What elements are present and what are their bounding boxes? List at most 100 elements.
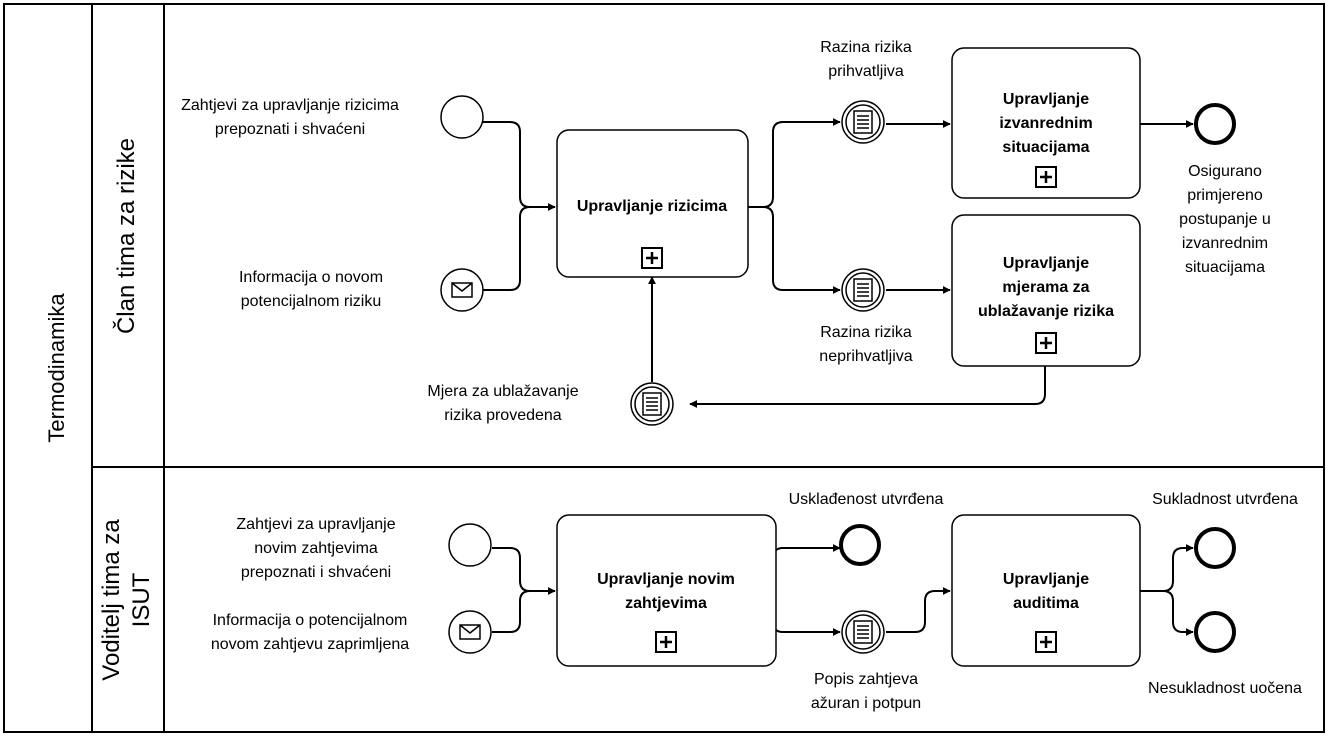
expand-icon[interactable]: [640, 246, 664, 270]
label-start-new-requirement-info: Informacija o potencijalnom novom zahtjev…: [211, 612, 409, 653]
flow-start-info2-to-newreq: [492, 590, 531, 633]
text-line: Upravljanje rizicima: [577, 198, 727, 215]
text-line: Upravljanje: [1003, 571, 1089, 588]
start-event-risk-requirements[interactable]: [440, 95, 484, 139]
text-line: ublažavanje rizika: [978, 303, 1114, 320]
label-start-new-risk-info: Informacija o novom potencijalnom riziku: [239, 269, 383, 310]
text-line: Zahtjevi za upravljanje rizicima: [181, 97, 399, 114]
label-noncompliance: Nesukladnost uočena: [1148, 680, 1302, 697]
start-event-new-risk-info[interactable]: [440, 268, 484, 312]
flow-risk-to-unacceptable: [762, 206, 841, 294]
text-line: Sukladnost utvrđena: [1152, 491, 1298, 508]
label-alignment: Usklađenost utvrđena: [789, 491, 944, 508]
text-line: novom zahtjevu zaprimljena: [211, 636, 409, 653]
text-line: Upravljanje novim: [597, 571, 735, 588]
text-line: situacijama: [1185, 259, 1265, 276]
flow-audits-to-noncompliance: [1162, 590, 1194, 636]
text-line: Upravljanje: [1003, 91, 1089, 108]
flow-start-req-to-risk: [482, 121, 556, 211]
text-line: Upravljanje: [1003, 255, 1089, 272]
conditional-event-mitigation-done[interactable]: [630, 382, 674, 426]
conditional-event-list-updated[interactable]: [841, 610, 885, 654]
flow-list-to-audits: [886, 587, 951, 633]
flow-risk-to-acceptable: [748, 118, 841, 208]
envelope-icon: [451, 282, 473, 298]
start-event-new-requirements[interactable]: [448, 523, 492, 567]
text-line: Osigurano: [1188, 163, 1262, 180]
text-line: prihvatljiva: [828, 63, 904, 80]
conditional-icon: [642, 392, 662, 416]
start-event-new-requirement-info[interactable]: [448, 610, 492, 654]
text-line: primjereno: [1187, 187, 1263, 204]
flow-mitigation-to-measure: [689, 366, 1046, 408]
text-line: Usklađenost utvrđena: [789, 491, 944, 508]
subprocess-risk-management[interactable]: Upravljanje rizicima: [556, 129, 749, 278]
text-line: rizika provedena: [444, 407, 562, 424]
label-unacceptable: Razina rizika neprihvatljiva: [819, 324, 912, 365]
subprocess-audits[interactable]: Upravljanje auditima: [951, 514, 1141, 667]
flow-audits-to-compliance: [1140, 544, 1194, 592]
expand-icon[interactable]: [654, 630, 678, 654]
text-line: izvanrednim: [999, 115, 1092, 132]
label-acceptable: Razina rizika prihvatljiva: [820, 39, 912, 80]
text-line: Član tima za rizike: [112, 138, 140, 334]
text-line: situacijama: [1002, 139, 1089, 156]
text-line: prepoznati i shvaćeni: [215, 121, 365, 138]
text-line: zahtjevima: [625, 595, 707, 612]
text-line: ISUT: [128, 572, 155, 627]
subprocess-emergency-management[interactable]: Upravljanje izvanrednim situacijama: [951, 47, 1141, 199]
text-line: Razina rizika: [820, 324, 912, 341]
end-event-noncompliance[interactable]: [1194, 611, 1236, 653]
text-line: neprihvatljiva: [819, 348, 912, 365]
label-end-emergency-handled: Osigurano primjereno postupanje u izvanredn…: [1179, 163, 1271, 276]
text-line: Mjera za ublažavanje: [427, 383, 578, 400]
label-list-updated: Popis zahtjeva ažuran i potpun: [811, 671, 921, 712]
conditional-icon: [853, 110, 873, 134]
pool-frame: [3, 3, 1325, 733]
text-line: novim zahtjevima: [254, 540, 378, 557]
text-line: potencijalnom riziku: [241, 293, 382, 310]
text-line: mjerama za: [1002, 279, 1089, 296]
pool-label: Termodinamika: [44, 293, 69, 443]
svg-text:Upravljanje rizicima: Upravljanje rizicima: [577, 198, 727, 215]
envelope-icon: [459, 624, 481, 640]
text-line: Voditelj tima za: [98, 519, 125, 681]
conditional-event-unacceptable[interactable]: [841, 268, 885, 312]
text-line: Razina rizika: [820, 39, 912, 56]
subprocess-mitigation-management[interactable]: Upravljanje mjerama za ublažavanje rizika: [951, 214, 1141, 367]
text-line: Informacija o potencijalnom: [213, 612, 408, 629]
text-line: auditima: [1013, 595, 1079, 612]
end-event-emergency-handled[interactable]: [1194, 103, 1236, 145]
text-line: izvanrednim: [1182, 235, 1268, 252]
conditional-icon: [853, 620, 873, 644]
end-event-alignment[interactable]: [839, 524, 881, 566]
label-start-new-requirements: Zahtjevi za upravljanje novim zahtjevima p…: [236, 516, 395, 581]
flow-start-info-to-risk: [482, 206, 531, 291]
label-compliance: Sukladnost utvrđena: [1152, 491, 1298, 508]
text-line: prepoznati i shvaćeni: [241, 564, 391, 581]
flow-newreq-to-list: [772, 591, 841, 636]
expand-icon[interactable]: [1034, 165, 1058, 189]
expand-icon[interactable]: [1034, 630, 1058, 654]
label-mitigation-done: Mjera za ublažavanje rizika provedena: [427, 383, 578, 424]
text-line: Zahtjevi za upravljanje: [236, 516, 395, 533]
expand-icon[interactable]: [1034, 331, 1058, 355]
label-start-risk-requirements: Zahtjevi za upravljanje rizicima prepozna…: [181, 97, 399, 138]
text-line: Nesukladnost uočena: [1148, 680, 1302, 697]
text-line: postupanje u: [1179, 211, 1271, 228]
flow-start-req2-to-newreq: [492, 547, 556, 595]
text-line: ažuran i potpun: [811, 695, 921, 712]
text-line: Informacija o novom: [239, 269, 383, 286]
conditional-event-acceptable[interactable]: [841, 100, 885, 144]
lane-label-risk-team: Član tima za rizike: [112, 138, 140, 334]
text-line: Popis zahtjeva: [814, 671, 918, 688]
conditional-icon: [853, 278, 873, 302]
end-event-compliance[interactable]: [1194, 527, 1236, 569]
subprocess-new-requirements[interactable]: Upravljanje novim zahtjevima: [556, 514, 777, 667]
